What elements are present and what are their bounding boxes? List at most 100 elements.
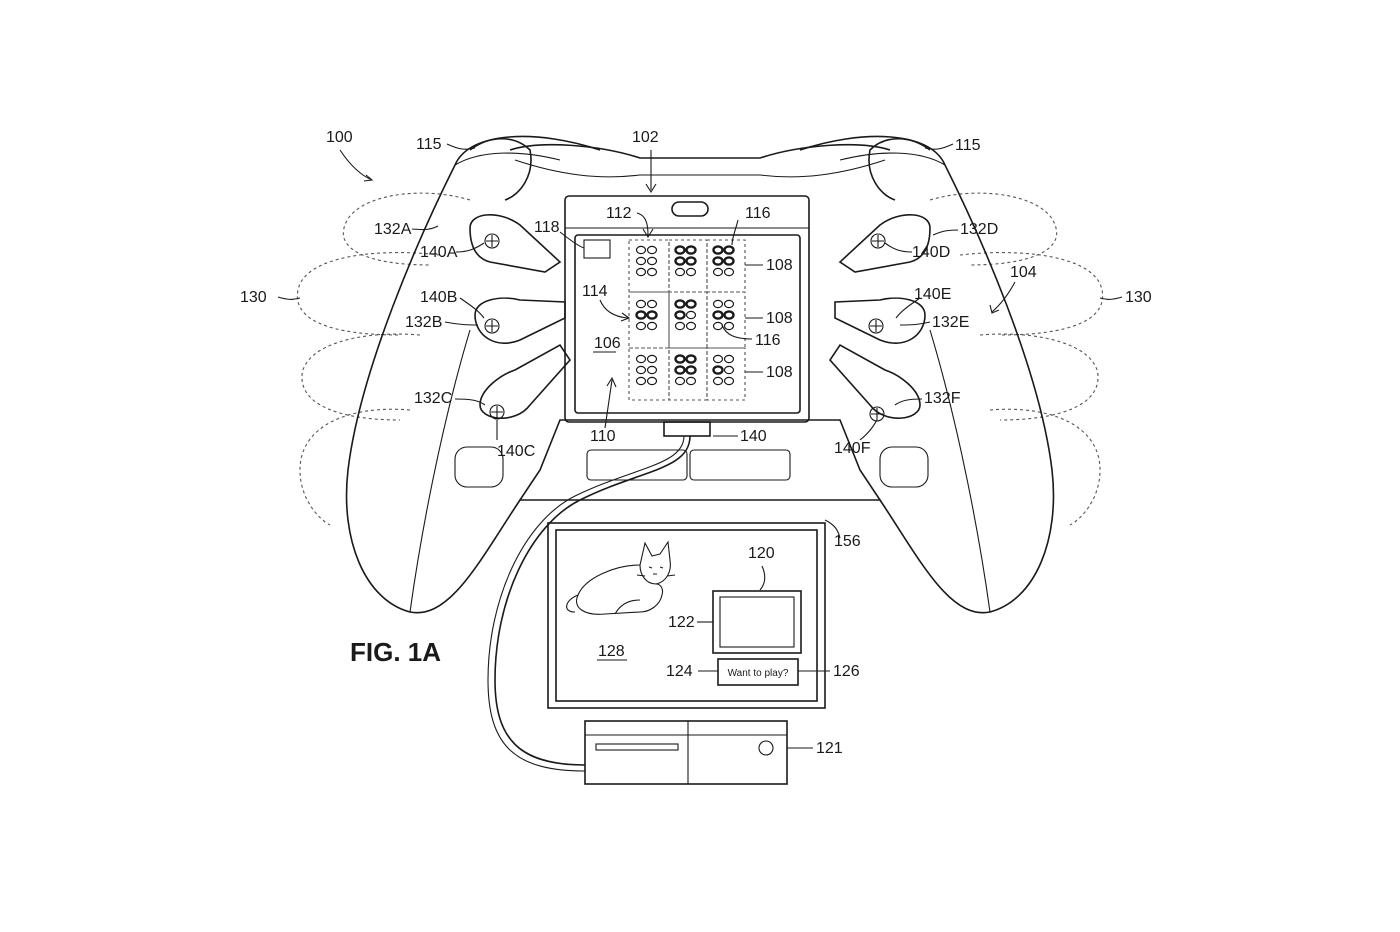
label-115-right: 115 (955, 137, 981, 154)
label-140E: 140E (914, 286, 951, 303)
braille-dots (635, 245, 735, 386)
label-108-row3: 108 (766, 364, 793, 381)
label-120: 120 (748, 545, 775, 562)
label-126: 126 (833, 663, 860, 680)
label-121: 121 (816, 740, 843, 757)
braille-dot (712, 299, 724, 309)
label-114: 114 (582, 283, 608, 300)
braille-dot (712, 245, 724, 255)
braille-dot (646, 321, 658, 331)
label-116-mid: 116 (755, 332, 781, 349)
braille-dot (646, 245, 658, 255)
braille-dot (635, 245, 647, 255)
braille-dot (685, 256, 697, 266)
braille-display-device (564, 195, 810, 437)
label-112: 112 (606, 205, 632, 222)
braille-dot (712, 267, 724, 277)
leader-lines (277, 143, 1123, 749)
label-140F: 140F (834, 440, 871, 457)
braille-dot (635, 256, 647, 266)
braille-dot (723, 299, 735, 309)
label-115-left: 115 (416, 136, 442, 153)
label-140B: 140B (420, 289, 457, 306)
braille-dot (674, 256, 686, 266)
label-100: 100 (326, 129, 353, 146)
label-132B: 132B (405, 314, 442, 331)
label-132D: 132D (960, 221, 998, 238)
label-140A: 140A (420, 244, 458, 261)
braille-dot (723, 310, 735, 320)
braille-dot (646, 310, 658, 320)
braille-cells (628, 239, 746, 401)
braille-dot (723, 365, 735, 375)
braille-dot (646, 354, 658, 364)
braille-dot (674, 267, 686, 277)
label-132A: 132A (374, 221, 412, 238)
braille-dot (685, 376, 697, 386)
label-140: 140 (740, 428, 767, 445)
label-132E: 132E (932, 314, 969, 331)
hand-right-fingers (929, 192, 1104, 526)
braille-dot (635, 365, 647, 375)
braille-dot (723, 376, 735, 386)
braille-dot (723, 321, 735, 331)
braille-dot (685, 310, 697, 320)
braille-dot (635, 310, 647, 320)
braille-dot (635, 267, 647, 277)
paddles-left (469, 214, 572, 420)
display-monitor (547, 522, 826, 709)
braille-dot (685, 321, 697, 331)
braille-dot (685, 299, 697, 309)
braille-dot (674, 245, 686, 255)
label-118: 118 (534, 219, 560, 236)
braille-dot (635, 299, 647, 309)
label-130-left: 130 (240, 289, 267, 306)
braille-dot (712, 256, 724, 266)
label-132C: 132C (414, 390, 452, 407)
label-124: 124 (666, 663, 693, 680)
label-102: 102 (632, 129, 659, 146)
label-140C: 140C (497, 443, 535, 460)
figure-label: FIG. 1A (350, 637, 441, 667)
braille-dot (674, 321, 686, 331)
braille-dot (723, 354, 735, 364)
hand-left-fingers (296, 192, 471, 526)
label-108-row2: 108 (766, 310, 793, 327)
label-104: 104 (1010, 264, 1037, 281)
label-110: 110 (590, 428, 616, 445)
braille-dot (635, 321, 647, 331)
label-128: 128 (598, 643, 625, 660)
braille-dot (685, 354, 697, 364)
braille-dot (646, 299, 658, 309)
label-108-row1: 108 (766, 257, 793, 274)
label-130-right: 130 (1125, 289, 1152, 306)
braille-dot (646, 267, 658, 277)
label-106: 106 (594, 335, 621, 352)
braille-dot (646, 365, 658, 375)
braille-dot (674, 365, 686, 375)
braille-dot (712, 321, 724, 331)
label-116-top: 116 (745, 205, 771, 222)
cable (494, 435, 691, 766)
braille-dot (674, 376, 686, 386)
braille-dot (723, 245, 735, 255)
braille-dot (646, 256, 658, 266)
dialog-text: Want to play? (728, 668, 789, 679)
braille-dot (712, 365, 724, 375)
label-140D: 140D (912, 244, 950, 261)
braille-dot (646, 376, 658, 386)
label-132F: 132F (924, 390, 961, 407)
braille-dot (674, 299, 686, 309)
label-156: 156 (834, 533, 861, 550)
label-122: 122 (668, 614, 695, 631)
braille-dot (635, 376, 647, 386)
game-controller (345, 135, 1055, 614)
braille-dot (712, 376, 724, 386)
braille-dot (685, 245, 697, 255)
braille-dot (712, 354, 724, 364)
paddles-right (828, 214, 931, 422)
game-console (584, 720, 788, 785)
braille-dot (723, 256, 735, 266)
braille-dot (685, 267, 697, 277)
